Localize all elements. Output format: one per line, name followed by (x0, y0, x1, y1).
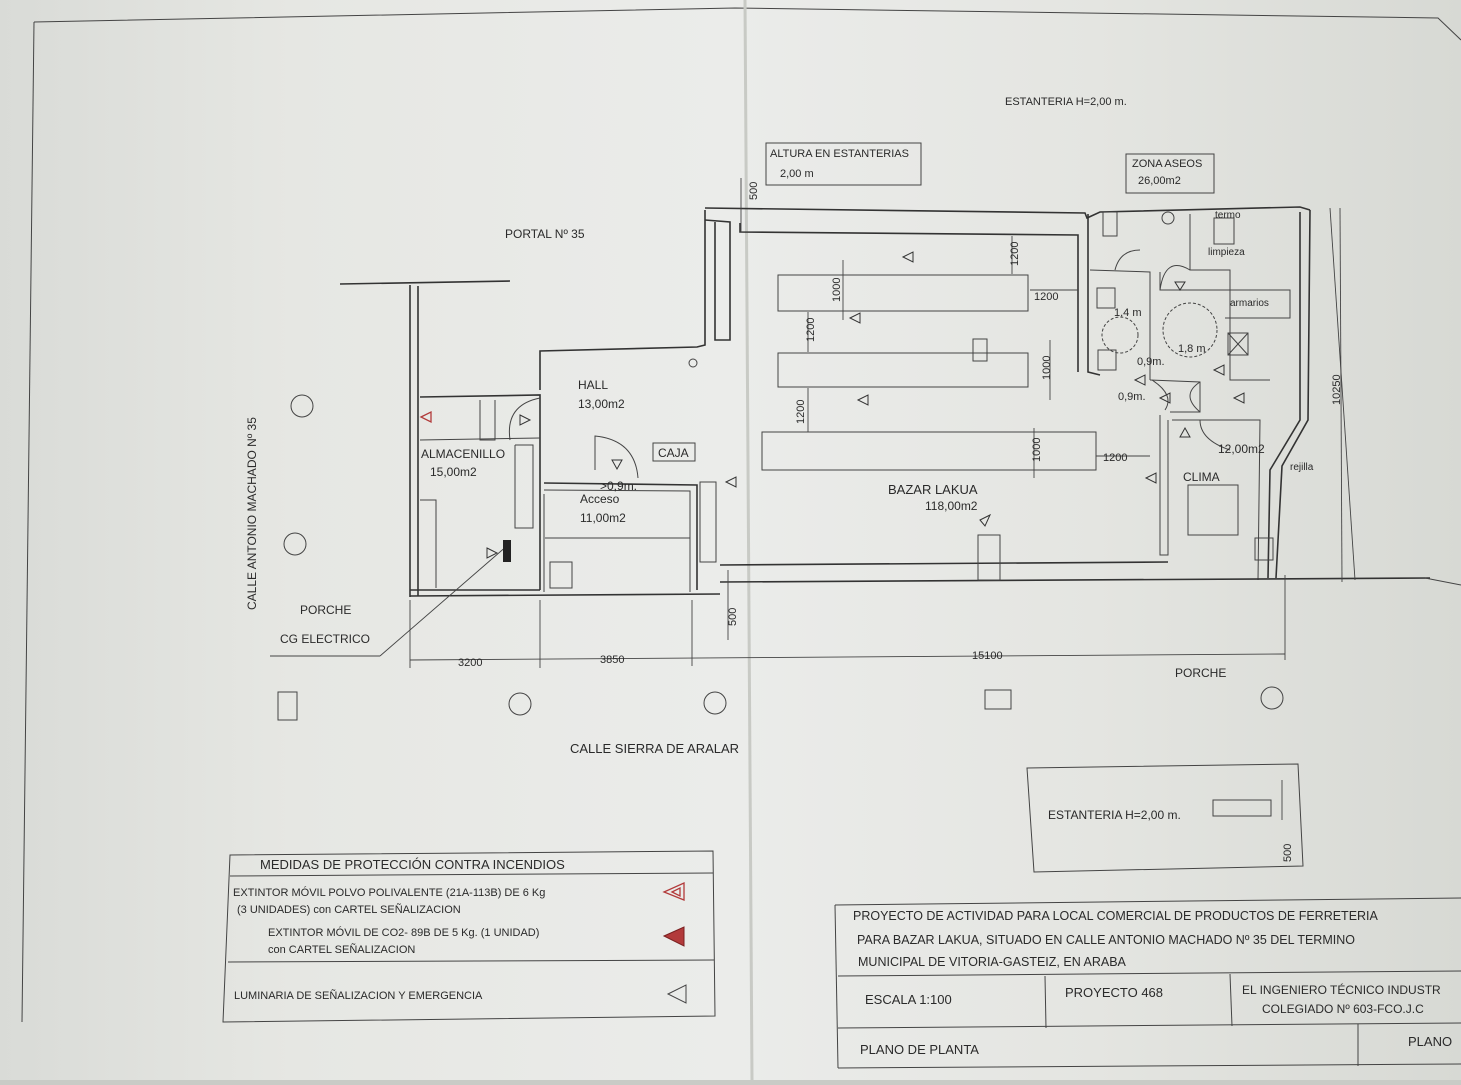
dim-1000-c: 1000 (1031, 438, 1043, 462)
shelf-1 (777, 274, 1029, 312)
clima-label: CLIMA (1183, 470, 1220, 484)
door-width-2: 0,9m. (1118, 391, 1146, 403)
bazar-area: 118,00m2 (925, 499, 978, 513)
cg-electrico-label: CG ELECTRICO (280, 632, 370, 646)
plan-type-label: PLANO DE PLANTA (860, 1042, 979, 1057)
clima-area: 12,00m2 (1218, 442, 1265, 456)
dim-10250: 10250 (1331, 374, 1343, 405)
dim-3850: 3850 (600, 654, 624, 666)
shelf-height-value: 2,00 m (780, 168, 814, 180)
sheet-border-top (33, 7, 1461, 41)
dimension-lines (270, 178, 1461, 668)
dim-500-bottom: 500 (727, 608, 739, 626)
dim-3200: 3200 (458, 657, 482, 669)
dim-1200-vertical-top: 1200 (1009, 242, 1021, 266)
calle-sierra-label: CALLE SIERRA DE ARALAR (570, 741, 739, 756)
dim-500-top: 500 (748, 182, 760, 200)
engineer-line-1: EL INGENIERO TÉCNICO INDUSTR (1242, 982, 1441, 997)
porche-left-label: PORCHE (300, 603, 351, 617)
turning-circle-1: 1,4 m (1114, 307, 1142, 319)
door-width-1: 0,9m. (1137, 356, 1165, 368)
dim-1200-horizontal-b: 1200 (1103, 452, 1127, 464)
zona-aseos-label: ZONA ASEOS (1132, 158, 1202, 170)
dim-1000-a: 1000 (831, 278, 843, 302)
zona-aseos-area: 26,00m2 (1138, 175, 1181, 187)
structural-columns (277, 394, 1284, 721)
hall-label: HALL (578, 378, 608, 392)
dim-1000-b: 1000 (1041, 356, 1053, 380)
almacenillo-area: 15,00m2 (430, 465, 477, 479)
scale-label: ESCALA 1:100 (865, 992, 952, 1007)
shelf-legend-dim: 500 (1282, 844, 1294, 862)
title-line-1: PROYECTO DE ACTIVIDAD PARA LOCAL COMERCI… (853, 909, 1379, 923)
walls (339, 206, 1431, 597)
fire-row-1-line-1: EXTINTOR MÓVIL POLVO POLIVALENTE (21A-11… (233, 886, 545, 899)
acceso-clearance: >0,9m. (600, 479, 637, 493)
shelf-height-box (765, 142, 922, 186)
dim-1200-vertical-b: 1200 (805, 318, 817, 342)
armarios-label: armarios (1230, 298, 1269, 309)
shelf-legend-symbol (1212, 799, 1272, 817)
rejilla-label: rejilla (1290, 462, 1314, 473)
project-number: PROYECTO 468 (1065, 985, 1163, 1000)
caja-label: CAJA (658, 446, 689, 460)
plan-label: PLANO (1408, 1034, 1452, 1049)
turning-circle-2: 1,8 m (1178, 343, 1206, 355)
caja-box (652, 442, 696, 462)
title-line-2: PARA BAZAR LAKUA, SITUADO EN CALLE ANTON… (857, 933, 1355, 947)
shelf-2 (777, 352, 1029, 388)
hall-area: 13,00m2 (578, 397, 625, 411)
engineer-line-2: COLEGIADO Nº 603-FCO.J.C (1262, 1002, 1424, 1016)
sheet-border-left (21, 21, 35, 1023)
limpieza-label: limpieza (1208, 247, 1245, 258)
fire-legend-title: MEDIDAS DE PROTECCIÓN CONTRA INCENDIOS (260, 857, 565, 872)
acceso-label: Acceso (580, 492, 620, 506)
dim-1200-horizontal-a: 1200 (1034, 291, 1058, 303)
emergency-lights (486, 251, 1245, 559)
extinguisher-powder-icon (662, 881, 685, 901)
shelf-height-title: ALTURA EN ESTANTERIAS (770, 148, 909, 160)
shelf-3 (761, 431, 1097, 471)
shelf-height-note: ESTANTERIA H=2,00 m. (1005, 96, 1127, 108)
acceso-area: 11,00m2 (580, 511, 626, 525)
bazar-label: BAZAR LAKUA (888, 482, 978, 497)
almacenillo-label: ALMACENILLO (421, 447, 505, 461)
title-line-3: MUNICIPAL DE VITORIA-GASTEIZ, EN ARABA (858, 955, 1127, 969)
calle-antonio-label: CALLE ANTONIO MACHADO Nº 35 (245, 417, 259, 610)
dim-1200-vertical-c: 1200 (795, 400, 807, 424)
dim-15100: 15100 (972, 650, 1003, 662)
shelf-legend-label: ESTANTERIA H=2,00 m. (1048, 808, 1181, 822)
emergency-light-icon (666, 984, 687, 1004)
fire-row-2-line-2: con CARTEL SEÑALIZACION (268, 943, 415, 956)
shelf-legend-box: ESTANTERIA H=2,00 m. 500 (1026, 763, 1304, 873)
zona-aseos-box (1125, 153, 1215, 194)
fire-protection-legend: MEDIDAS DE PROTECCIÓN CONTRA INCENDIOS E… (222, 850, 716, 1023)
fire-extinguishers-on-plan (419, 410, 511, 562)
title-block: PROYECTO DE ACTIVIDAD PARA LOCAL COMERCI… (834, 897, 1461, 1069)
porche-right-label: PORCHE (1175, 666, 1226, 680)
fire-row-1-line-2: (3 UNIDADES) con CARTEL SEÑALIZACION (237, 903, 461, 916)
fire-row-2-line-1: EXTINTOR MÓVIL DE CO2- 89B DE 5 Kg. (1 U… (268, 926, 539, 939)
termo-label: termo (1215, 210, 1241, 221)
fire-row-3-line-1: LUMINARIA DE SEÑALIZACION Y EMERGENCIA (234, 989, 483, 1002)
portal-label: PORTAL Nº 35 (505, 227, 585, 241)
sheet-fold (743, 0, 754, 1081)
extinguisher-co2-icon (662, 926, 685, 947)
